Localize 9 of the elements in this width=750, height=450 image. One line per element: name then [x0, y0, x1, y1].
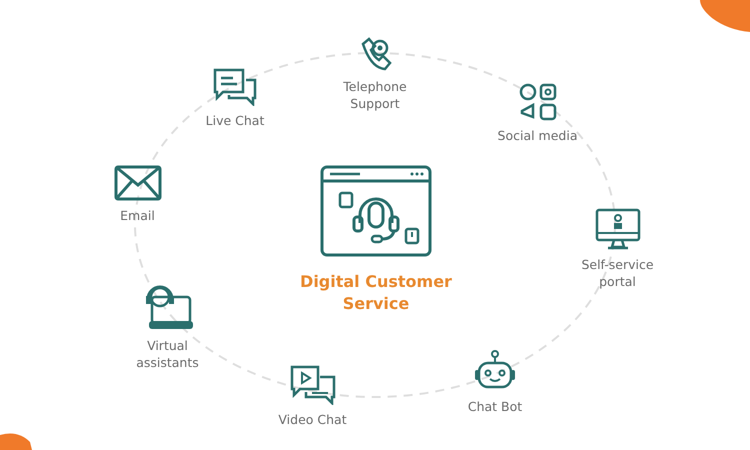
channel-label: Social media	[498, 127, 578, 144]
channel-label: Self-service portal	[580, 256, 655, 290]
center-title: Digital Customer Service	[299, 271, 453, 315]
channel-label: Live Chat	[206, 112, 264, 129]
channel-label: Email	[120, 207, 155, 224]
channel-label: Chat Bot	[468, 398, 522, 415]
channel-label: Virtual assistants	[135, 337, 200, 371]
channel-label: Telephone Support	[342, 78, 408, 112]
channel-label: Video Chat	[278, 411, 347, 428]
